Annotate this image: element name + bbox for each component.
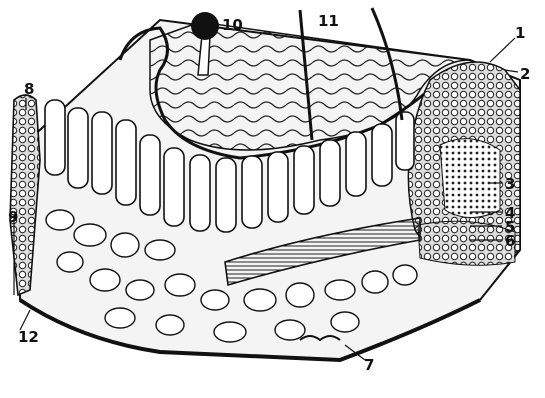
callout-10: 10 <box>222 16 243 34</box>
callout-12: 12 <box>18 328 39 346</box>
callout-2: 2 <box>520 65 530 83</box>
callout-9: 9 <box>8 208 18 226</box>
callout-11: 11 <box>318 12 339 30</box>
callout-6: 6 <box>505 232 515 250</box>
vascular-bundle <box>408 62 520 265</box>
callout-1: 1 <box>515 24 525 42</box>
callout-7: 7 <box>364 356 374 374</box>
callout-8: 8 <box>24 80 34 98</box>
callout-3: 3 <box>505 175 515 193</box>
